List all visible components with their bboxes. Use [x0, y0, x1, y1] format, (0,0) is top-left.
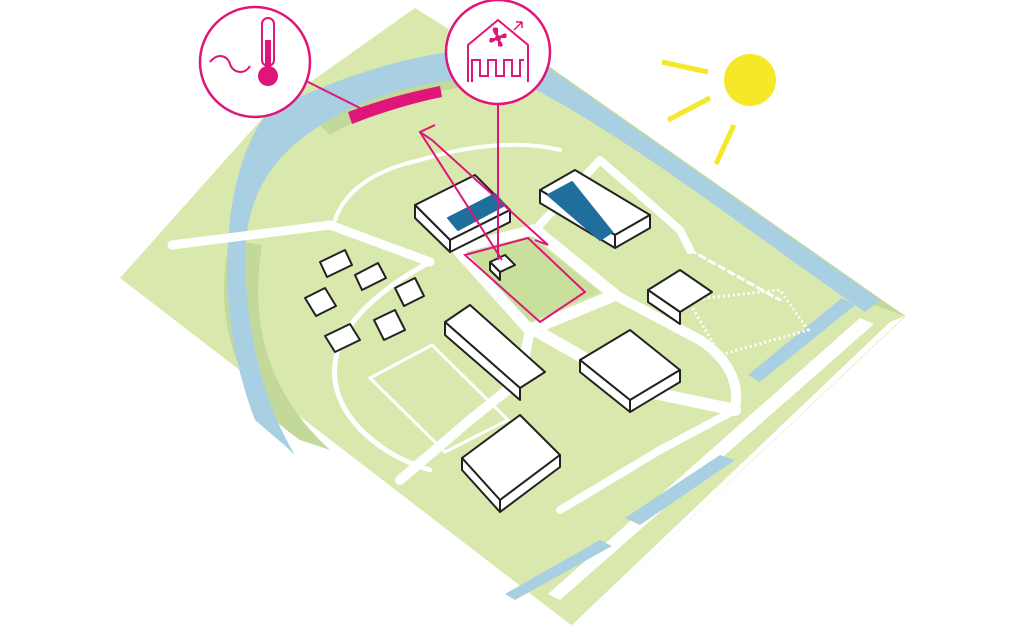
- thermometer-water-icon: [198, 5, 312, 119]
- building-far-east: [647, 269, 713, 325]
- water-heat-exchanger: [348, 86, 442, 124]
- buildings: [304, 169, 713, 513]
- flow-line-panel: [534, 239, 549, 246]
- building-east-large: [579, 329, 681, 413]
- west-meadow-strip: [224, 240, 330, 450]
- building-row-middle: [444, 304, 546, 401]
- energy-flow: [299, 77, 587, 324]
- icon-connector-thermometer: [299, 77, 361, 109]
- house-cluster: [304, 249, 425, 353]
- heat-network-zone: [462, 236, 587, 324]
- building-terrace-south: [461, 414, 561, 513]
- house-heat-pump-icon: [444, 0, 552, 106]
- flow-line-in: [419, 131, 549, 246]
- river-west-arm: [227, 105, 290, 450]
- building-north-west-hall: [414, 174, 511, 253]
- sun-icon: [661, 54, 776, 166]
- sports-fields: [367, 288, 811, 454]
- solar-panel-east: [547, 181, 613, 241]
- eastern-edge: [505, 298, 905, 628]
